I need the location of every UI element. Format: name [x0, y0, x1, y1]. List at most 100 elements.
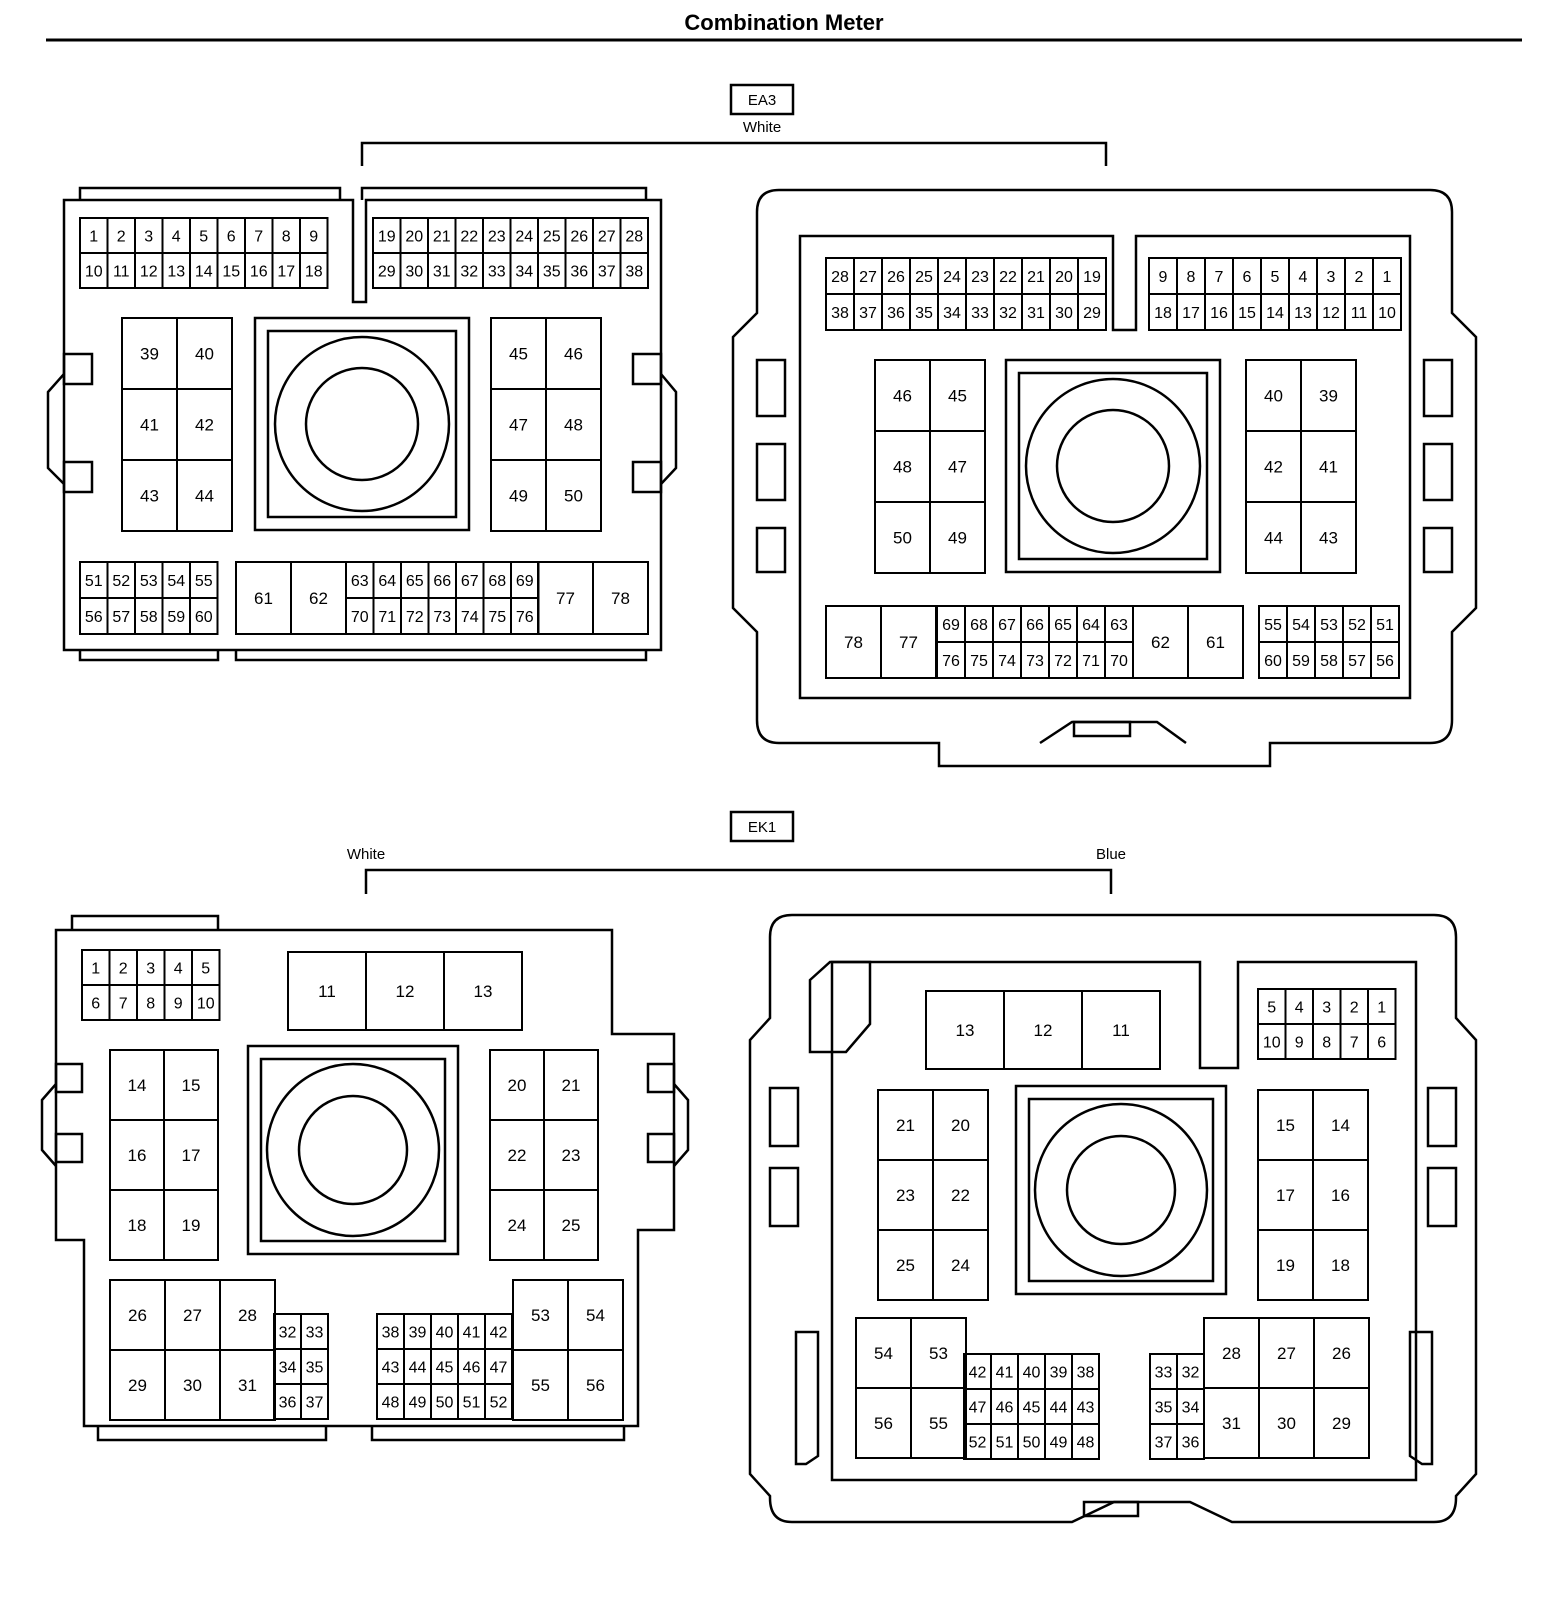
pin-number: 23 — [562, 1146, 581, 1165]
pin-number: 27 — [859, 269, 877, 286]
pin-cell: 15 — [163, 1049, 219, 1121]
pin-cell: 51 — [1370, 605, 1400, 643]
pin-number: 34 — [279, 1359, 297, 1376]
pin-number: 29 — [1332, 1414, 1351, 1433]
pin-cell: 30 — [399, 252, 429, 289]
pin-cell-box — [567, 1349, 624, 1421]
pin-cell: 63 — [345, 561, 375, 599]
pin-number: 52 — [112, 573, 130, 590]
pin-number: 48 — [564, 416, 583, 435]
pin-number: 44 — [1264, 529, 1283, 548]
pin-number: 34 — [1182, 1399, 1200, 1416]
pin-number: 56 — [586, 1376, 605, 1395]
pin-number: 24 — [951, 1256, 970, 1275]
pin-number: 20 — [951, 1116, 970, 1135]
pin-number: 48 — [382, 1394, 400, 1411]
pin-number: 54 — [874, 1344, 893, 1363]
pin-cell: 62 — [290, 561, 347, 635]
pin-cell: 3 — [136, 949, 166, 986]
pin-cell: 1 — [79, 217, 109, 254]
pin-number: 42 — [969, 1364, 987, 1381]
pin-number: 52 — [490, 1394, 508, 1411]
connector-ek1-color-right: Blue — [1096, 846, 1126, 863]
pin-cell: 77 — [537, 561, 594, 635]
pin-cell: 13 — [925, 990, 1005, 1070]
pin-cell: 27 — [164, 1279, 221, 1351]
pin-cell: 49 — [929, 501, 986, 574]
connector-ek1-label-box — [729, 810, 795, 843]
pin-cell: 56 — [1370, 641, 1400, 679]
pin-cell: 61 — [1187, 605, 1244, 679]
pin-cell: 47 — [484, 1348, 513, 1385]
pin-cell: 69 — [510, 561, 540, 599]
pin-number: 56 — [85, 609, 103, 626]
pin-cell: 32 — [1176, 1353, 1205, 1390]
pin-cell: 10 — [191, 984, 221, 1021]
pin-number: 45 — [509, 345, 528, 364]
pin-cell: 21 — [1021, 257, 1051, 295]
pin-cell: 19 — [163, 1189, 219, 1261]
pin-cell: 50 — [874, 501, 931, 574]
pin-cell: 46 — [457, 1348, 486, 1385]
pin-number: 77 — [899, 633, 918, 652]
pin-number: 76 — [942, 653, 960, 670]
pin-cell: 27 — [1258, 1317, 1315, 1389]
pin-cell: 35 — [909, 293, 939, 331]
pin-cell: 9 — [163, 984, 193, 1021]
pin-cell: 76 — [510, 597, 540, 635]
pin-number: 10 — [85, 263, 103, 280]
pin-cell: 35 — [300, 1348, 329, 1385]
pin-cell: 9 — [299, 217, 329, 254]
pin-number: 2 — [1355, 269, 1364, 286]
pin-cell: 24 — [489, 1189, 545, 1261]
pin-number: 4 — [1295, 999, 1304, 1016]
pin-number: 51 — [463, 1394, 481, 1411]
pin-cell: 11 — [106, 252, 136, 289]
pin-number: 48 — [1077, 1434, 1095, 1451]
pin-cell: 8 — [271, 217, 301, 254]
pin-number: 12 — [396, 982, 415, 1001]
pin-cell: 27 — [853, 257, 883, 295]
pin-cell: 33 — [300, 1313, 329, 1350]
pin-cell: 70 — [1104, 641, 1134, 679]
pin-cell: 49 — [1044, 1423, 1073, 1460]
pin-cell: 52 — [106, 561, 136, 599]
pin-number: 55 — [1264, 617, 1282, 634]
pin-cell: 34 — [937, 293, 967, 331]
pin-cell: 27 — [592, 217, 622, 254]
pin-cell: 41 — [1300, 430, 1357, 503]
pin-number: 67 — [461, 573, 479, 590]
pin-number: 16 — [1331, 1186, 1350, 1205]
pin-number: 3 — [1322, 999, 1331, 1016]
pin-number: 13 — [167, 263, 185, 280]
pin-number: 22 — [951, 1186, 970, 1205]
pin-cell: 31 — [219, 1349, 276, 1421]
pin-number: 35 — [306, 1359, 324, 1376]
pin-number: 37 — [598, 263, 616, 280]
pin-number: 72 — [406, 609, 424, 626]
pin-cell: 16 — [1312, 1159, 1369, 1231]
pin-number: 56 — [874, 1414, 893, 1433]
pin-cell: 59 — [1286, 641, 1316, 679]
pin-number: 31 — [1222, 1414, 1241, 1433]
pin-cell: 21 — [427, 217, 457, 254]
pin-number: 29 — [1083, 305, 1101, 322]
pin-number: 39 — [1050, 1364, 1068, 1381]
pin-number: 44 — [1050, 1399, 1068, 1416]
pin-cell: 39 — [1044, 1353, 1073, 1390]
pin-cell: 18 — [1312, 1229, 1369, 1301]
pin-number: 26 — [887, 269, 905, 286]
pin-cell: 42 — [963, 1353, 992, 1390]
pin-number: 23 — [971, 269, 989, 286]
pin-number: 32 — [279, 1324, 297, 1341]
pin-cell: 36 — [881, 293, 911, 331]
pin-cell: 63 — [1104, 605, 1134, 643]
pin-number: 18 — [128, 1216, 147, 1235]
pin-number: 21 — [896, 1116, 915, 1135]
pin-cell: 71 — [1076, 641, 1106, 679]
pin-cell: 32 — [273, 1313, 302, 1350]
pin-cell: 32 — [454, 252, 484, 289]
pin-number: 30 — [183, 1376, 202, 1395]
pin-cell: 6 — [1367, 1023, 1397, 1060]
